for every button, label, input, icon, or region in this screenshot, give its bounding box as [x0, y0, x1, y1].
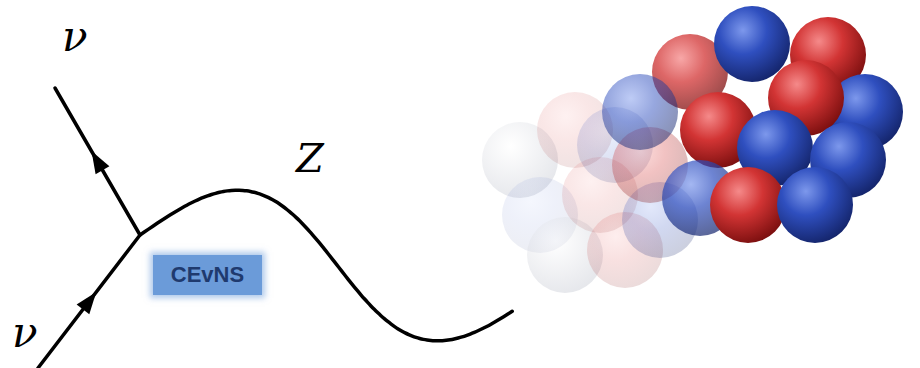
- wavy-line: [140, 190, 512, 341]
- neutron: [777, 167, 853, 243]
- particle-label: ν: [12, 310, 38, 356]
- proton: [710, 167, 786, 243]
- arrowhead: [77, 292, 97, 314]
- neutron: [714, 6, 790, 82]
- outgoing-neutrino-line: [55, 88, 140, 235]
- neutrino-lines: [38, 88, 140, 368]
- z-boson-propagator: [140, 190, 512, 341]
- nucleus: [602, 6, 903, 243]
- box-label: CEvNS: [171, 263, 244, 287]
- label-box: CEvNS: [153, 255, 262, 295]
- boson-label: Z: [296, 136, 324, 180]
- neutron: [602, 74, 678, 150]
- arrowhead: [92, 151, 110, 174]
- particle-label: ν: [62, 14, 88, 60]
- incoming-neutrino-line: [38, 235, 140, 368]
